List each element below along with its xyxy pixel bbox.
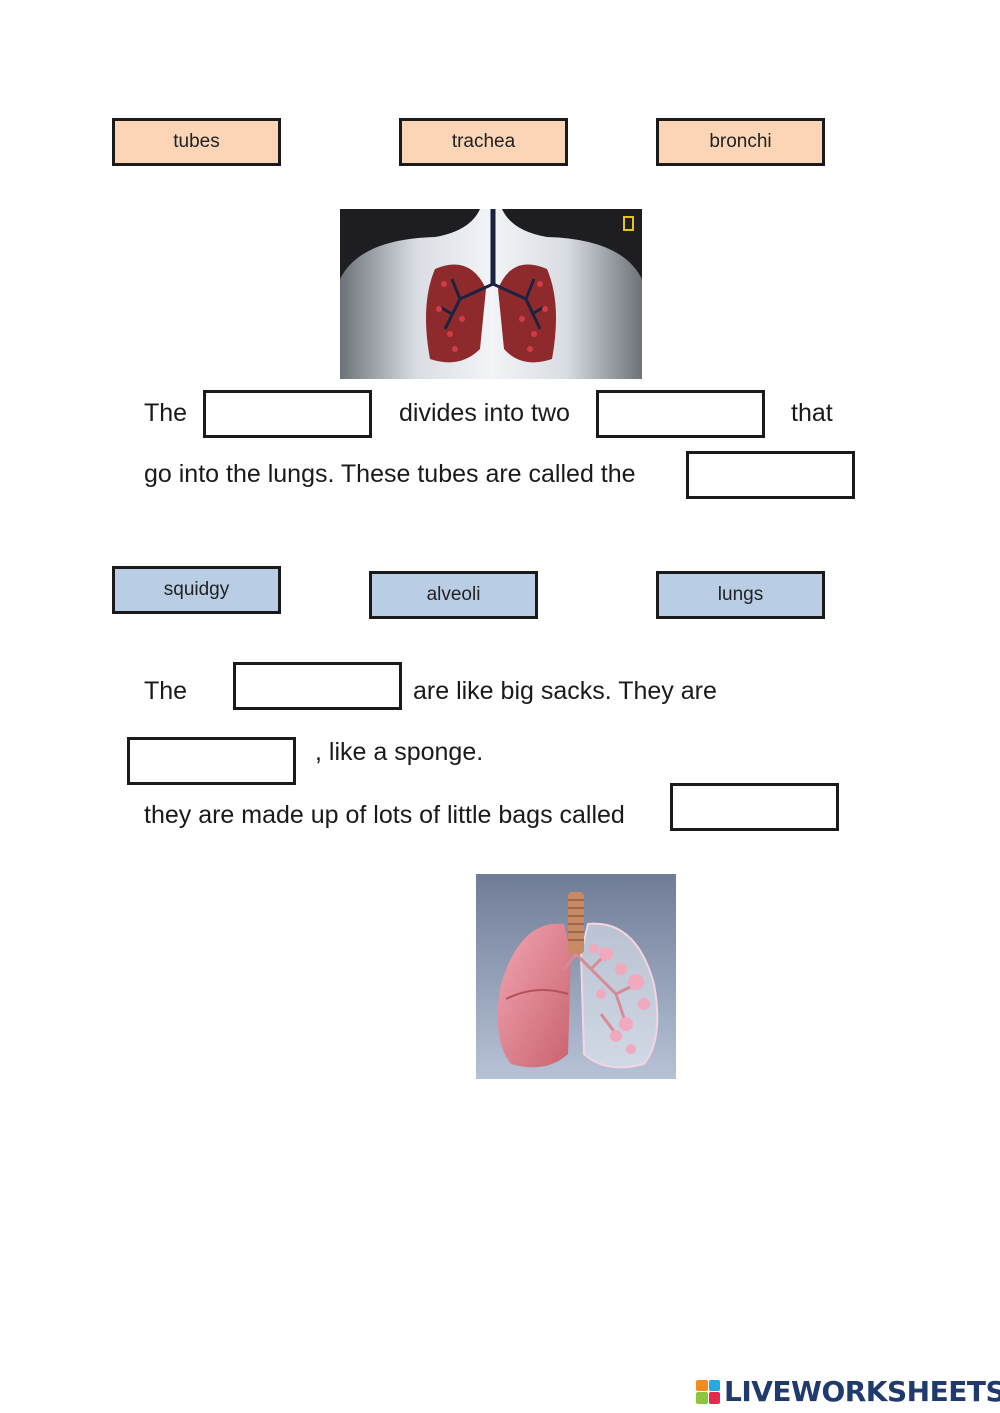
answer-box-5[interactable] — [127, 737, 296, 785]
sentence2-text-1: The — [144, 677, 188, 705]
lungs-image — [476, 874, 676, 1079]
lungs-alveoli-illustration — [476, 874, 676, 1079]
sentence2-text-3: , like a sponge. — [315, 738, 484, 766]
chest-lungs-image — [340, 209, 642, 379]
liveworksheets-logo: LIVEWORKSHEETS — [696, 1375, 1000, 1408]
liveworksheets-logo-icon — [696, 1379, 720, 1404]
sentence2-text-2: are like big sacks. They are — [413, 677, 717, 705]
word-chip-bronchi[interactable]: bronchi — [656, 118, 825, 166]
word-chip-squidgy[interactable]: squidgy — [112, 566, 281, 614]
sentence1-text-1: The — [144, 399, 188, 427]
answer-box-2[interactable] — [596, 390, 765, 438]
sentence1-text-2: divides into two — [399, 399, 570, 427]
brand-name: LIVEWORKSHEETS — [724, 1375, 1000, 1408]
answer-box-6[interactable] — [670, 783, 839, 831]
sentence1-text-3: that — [791, 399, 833, 427]
word-chip-alveoli[interactable]: alveoli — [369, 571, 538, 619]
answer-box-1[interactable] — [203, 390, 372, 438]
chest-lungs-illustration — [340, 209, 642, 379]
sentence1-text-4: go into the lungs. These tubes are calle… — [144, 460, 636, 488]
answer-box-3[interactable] — [686, 451, 855, 499]
word-chip-trachea[interactable]: trachea — [399, 118, 568, 166]
answer-box-4[interactable] — [233, 662, 402, 710]
word-chip-lungs[interactable]: lungs — [656, 571, 825, 619]
sentence2-text-4: they are made up of lots of little bags … — [144, 801, 625, 829]
word-chip-tubes[interactable]: tubes — [112, 118, 281, 166]
